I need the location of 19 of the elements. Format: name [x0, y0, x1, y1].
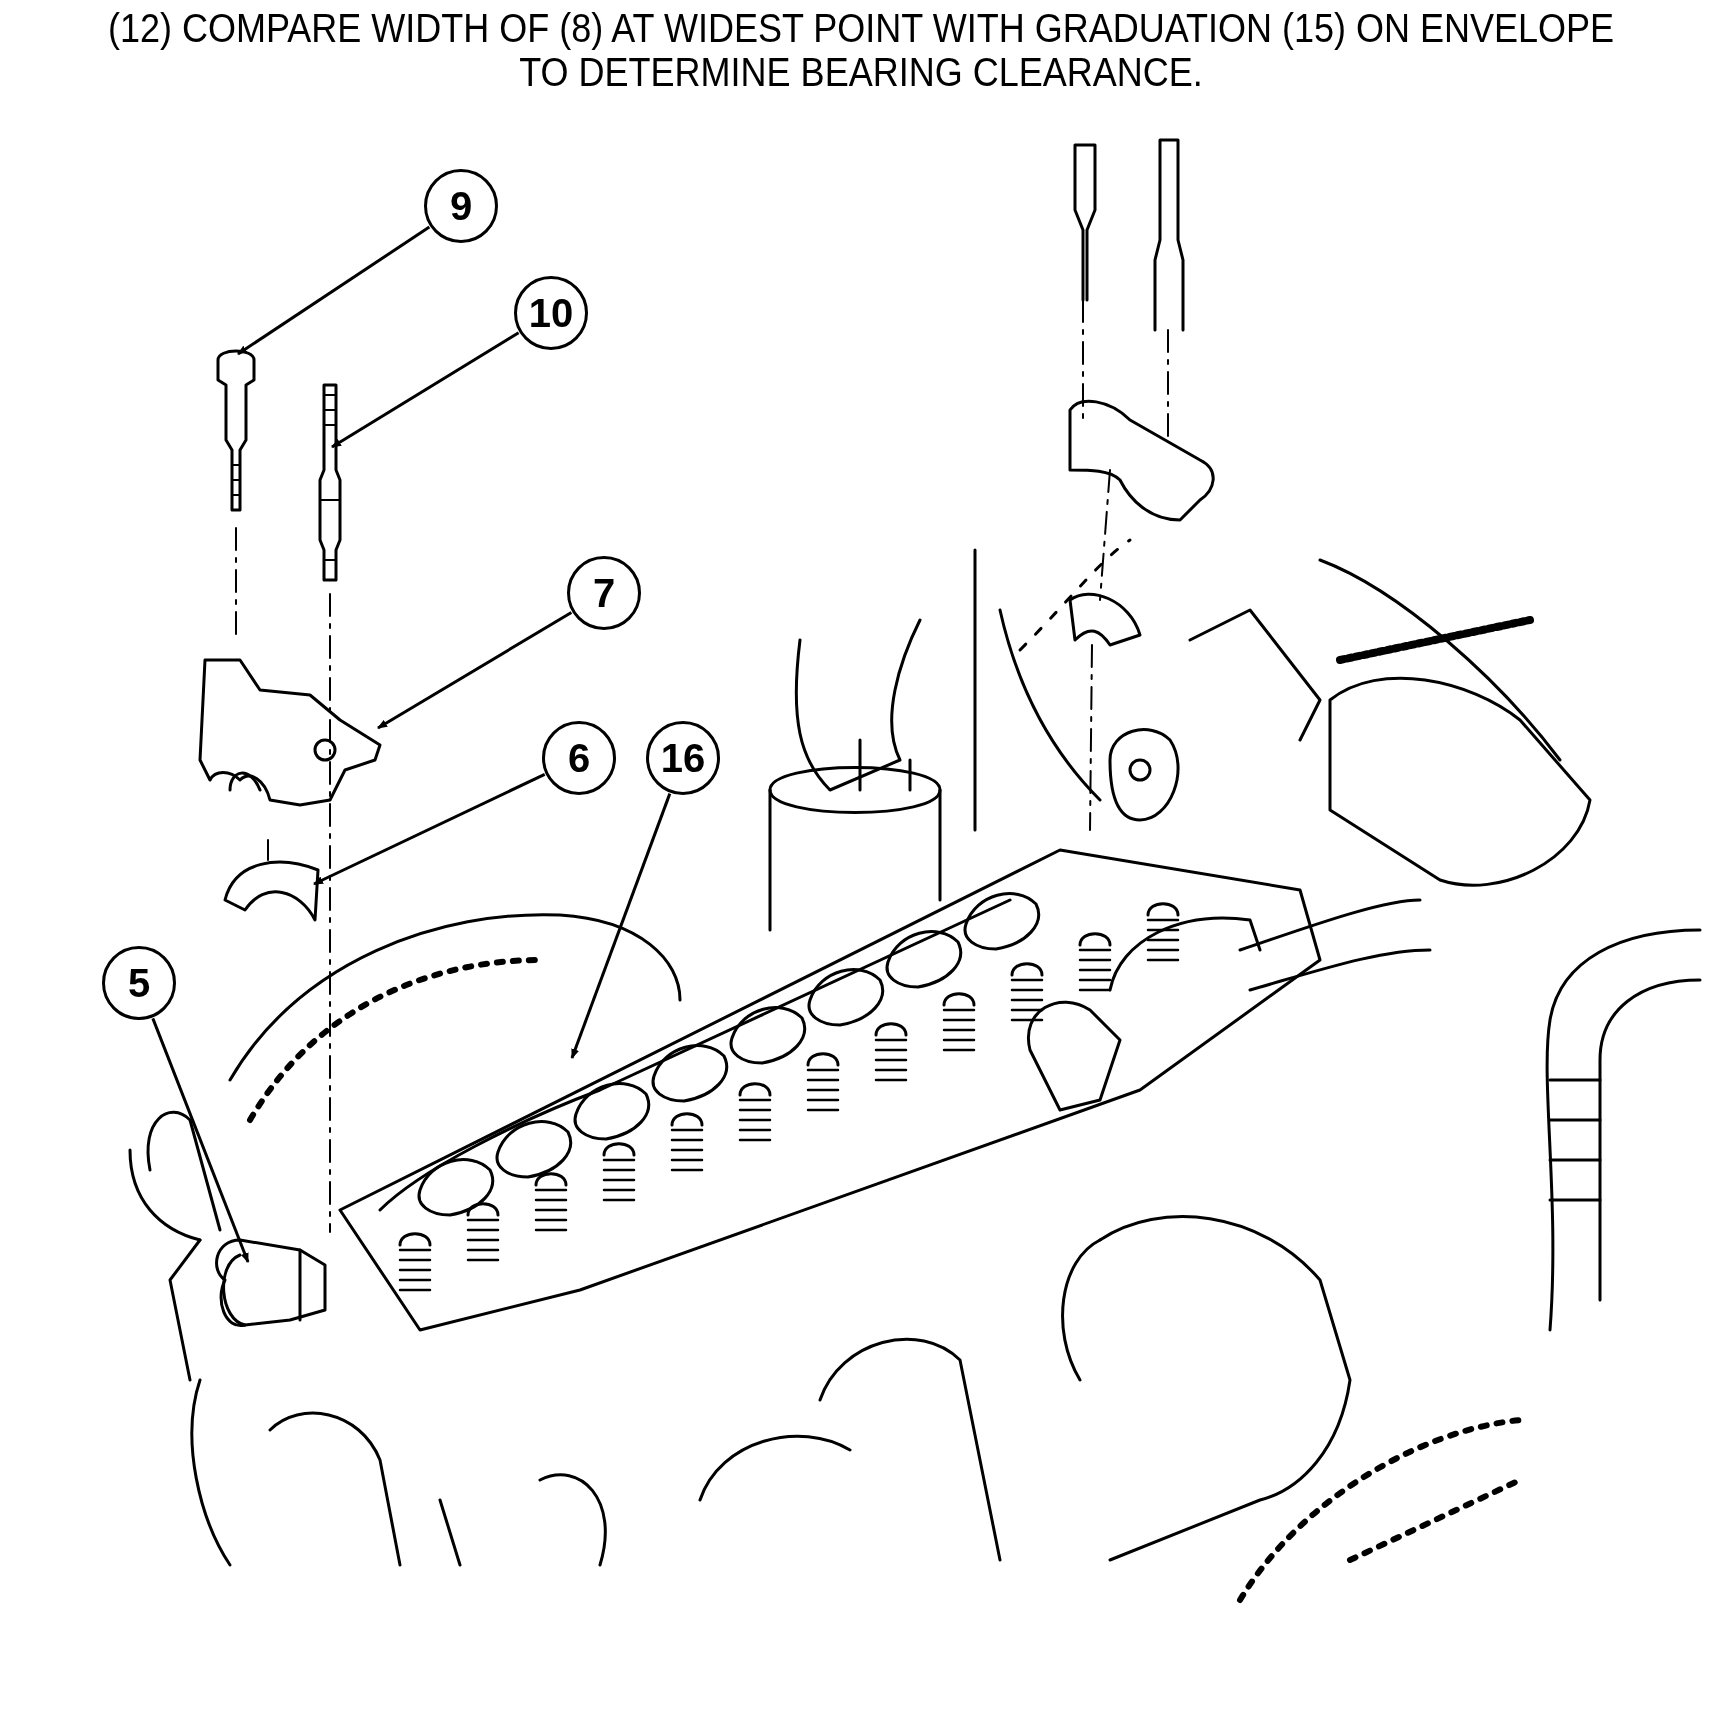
leader-line [331, 331, 520, 449]
leader-line [377, 611, 573, 730]
callout-number: 6 [542, 721, 616, 795]
instruction-text: (12) COMPARE WIDTH OF (8) AT WIDEST POINT WITH GRADUATION (15) ON ENVELOPE TO DETERMINE BEARING CLEARANCE. [106, 6, 1616, 94]
stud-drawing [318, 383, 342, 582]
leader-line [237, 225, 431, 356]
callout-number: 10 [514, 276, 588, 350]
callout-number: 5 [102, 946, 176, 1020]
callout-number: 16 [646, 721, 720, 795]
callout-number: 9 [424, 169, 498, 243]
leader-line [313, 772, 546, 886]
bearing-shell-drawing [223, 860, 320, 922]
callout-number: 7 [567, 556, 641, 630]
fitting-drawing [215, 1238, 327, 1328]
leader-line [151, 1017, 250, 1263]
bearing-cap-drawing [198, 658, 382, 807]
leader-line [570, 793, 672, 1059]
cylinder-head-drawing [338, 848, 1322, 1332]
bolt-drawing [216, 349, 256, 512]
